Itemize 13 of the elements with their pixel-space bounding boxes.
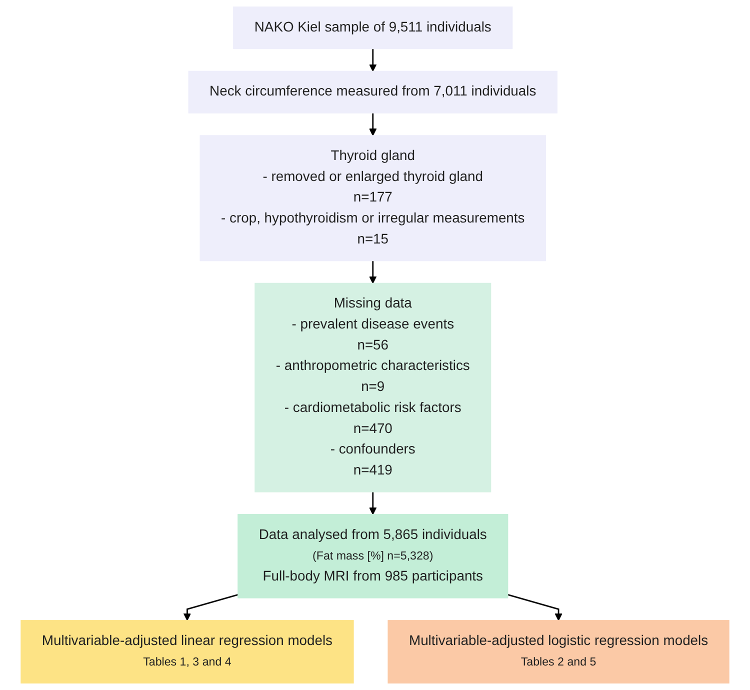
node-box: NAKO Kiel sample of 9,511 individuals	[233, 6, 513, 50]
arrow	[369, 260, 377, 284]
arrow	[369, 48, 377, 72]
node-box: Multivariable-adjusted linear regression models Tables 1, 3 and 4	[20, 620, 354, 684]
node-box: Multivariable-adjusted logistic regression models Tables 2 and 5	[388, 620, 730, 684]
arrow	[369, 112, 377, 136]
arrow	[369, 492, 377, 515]
arrow	[183, 594, 238, 621]
node-box: Neck circumference measured from 7,011 individuals	[188, 70, 558, 114]
node-box: Missing data - prevalent disease events n=56 - anthropometric characteristics n=9 - cardiometabolic risk factors n=470 - confounders n=419	[254, 282, 492, 492]
node-box: Thyroid gland - removed or enlarged thyroid gland n=177 - crop, hypothyroidism or irregular measurements n=15	[200, 135, 546, 262]
arrow	[508, 594, 562, 621]
node-box: Data analysed from 5,865 individuals (Fat mass [%] n=5,328) Full-body MRI from 985 participants	[238, 514, 508, 598]
